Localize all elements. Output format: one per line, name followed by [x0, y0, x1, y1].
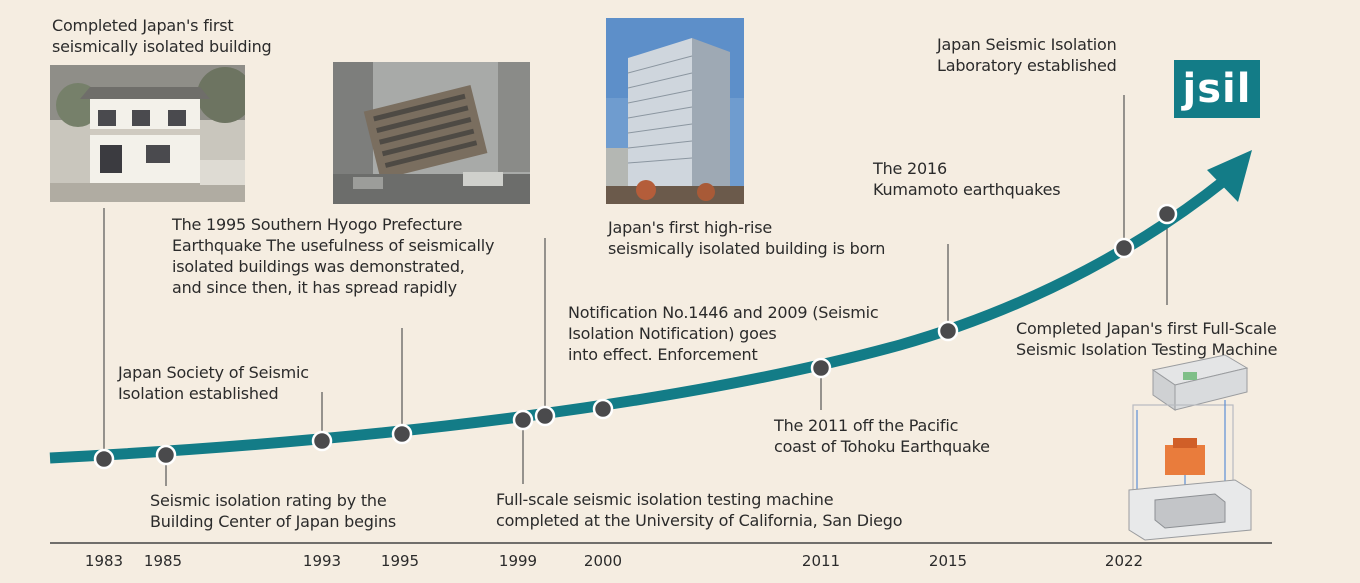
event-2000-highrise-label: Japan's first high-rise seismically isol…: [608, 218, 886, 258]
photo-isolated-house: [50, 65, 245, 202]
dot-1985: [155, 444, 177, 466]
year-label: 2022: [1104, 552, 1144, 570]
dot-2022a: [1113, 237, 1135, 259]
dot-2015: [937, 320, 959, 342]
event-2011-label: The 2011 off the Pacific coast of Tohoku…: [774, 416, 990, 456]
illustration-testing-machine: [1125, 350, 1253, 543]
year-label: 1995: [380, 552, 420, 570]
dot-1999: [512, 409, 534, 431]
year-label: 1999: [498, 552, 538, 570]
dot-1983: [93, 448, 115, 470]
event-1995-label: The 1995 Southern Hyogo Prefecture Earth…: [172, 215, 495, 297]
event-2022-lab-label: Japan Seismic Isolation Laboratory estab…: [937, 35, 1117, 75]
year-label: 1983: [84, 552, 124, 570]
photo-collapsed-building: [333, 62, 530, 204]
dot-2000b: [592, 398, 614, 420]
photo-highrise-building: [606, 18, 744, 204]
dot-2011: [810, 357, 832, 379]
leader-lines: [103, 95, 1168, 486]
event-1985-label: Seismic isolation rating by the Building…: [150, 491, 397, 531]
year-label: 1985: [143, 552, 183, 570]
event-dots: [93, 203, 1178, 470]
event-2015-label: The 2016 Kumamoto earthquakes: [873, 159, 1061, 199]
year-label: 2015: [928, 552, 968, 570]
event-1993-label: Japan Society of Seismic Isolation estab…: [118, 363, 309, 403]
dot-2000a: [534, 405, 556, 427]
event-1999-label: Full-scale seismic isolation testing mac…: [496, 490, 903, 530]
event-2022-machine-label: Completed Japan's first Full-Scale Seism…: [1016, 319, 1278, 359]
jsil-logo: jsil: [1174, 60, 1260, 118]
year-label: 2011: [801, 552, 841, 570]
dot-2022b: [1156, 203, 1178, 225]
year-label: 1993: [302, 552, 342, 570]
event-1983-label: Completed Japan's first seismically isol…: [52, 16, 272, 56]
curve-arrowhead: [1207, 150, 1252, 202]
dot-1995: [391, 423, 413, 445]
event-2000-notification-label: Notification No.1446 and 2009 (Seismic I…: [568, 303, 879, 364]
dot-1993: [311, 430, 333, 452]
year-label: 2000: [583, 552, 623, 570]
